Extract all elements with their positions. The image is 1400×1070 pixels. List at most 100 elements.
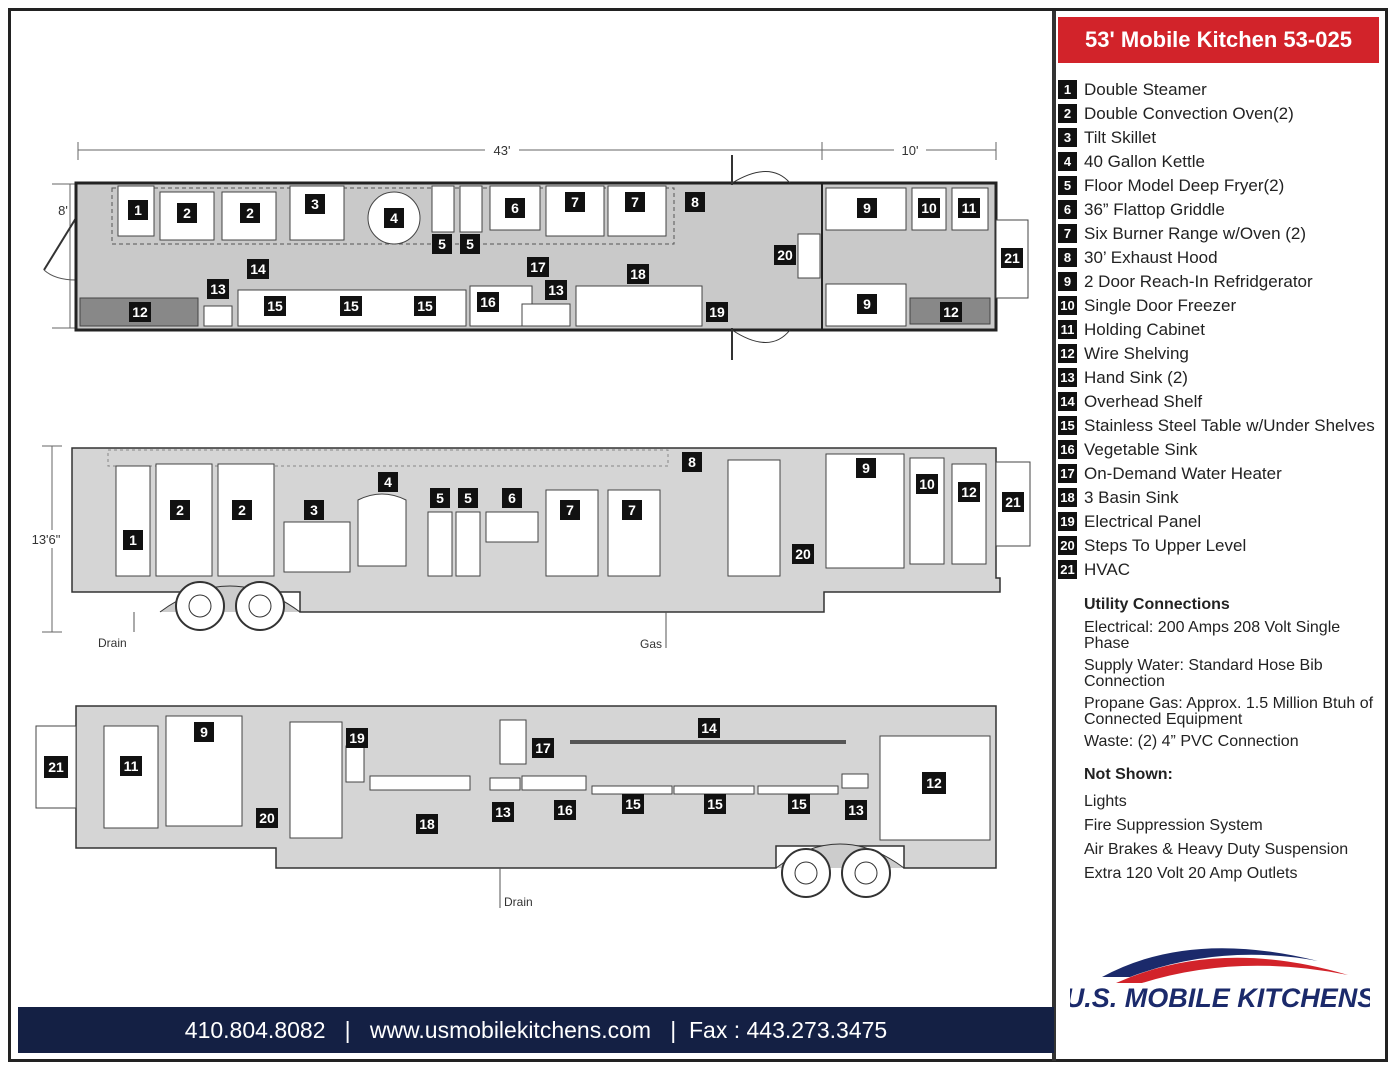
tag-12: 12 bbox=[958, 482, 980, 502]
svg-text:15: 15 bbox=[343, 298, 359, 314]
utility-item: Supply Water: Standard Hose Bib Connecti… bbox=[1084, 657, 1323, 690]
kettle bbox=[357, 493, 407, 567]
side-view-driver: 13'6" Drain Gas 1 2 2 3 4 5 5 6 bbox=[24, 445, 1031, 651]
logo-swoosh-navy bbox=[1102, 948, 1318, 977]
tag-19: 19 bbox=[706, 302, 728, 322]
svg-text:15: 15 bbox=[791, 796, 807, 812]
svg-text:16: 16 bbox=[557, 802, 573, 818]
tag-11: 11 bbox=[120, 756, 142, 776]
svg-text:2: 2 bbox=[246, 205, 254, 221]
tag-7: 7 bbox=[622, 500, 642, 520]
footer-website-link[interactable]: www.usmobilekitchens.com bbox=[369, 1017, 652, 1043]
legend-label: 30’ Exhaust Hood bbox=[1084, 248, 1218, 267]
wheel-hub bbox=[248, 594, 272, 618]
svg-text:3: 3 bbox=[310, 502, 318, 518]
svg-text:12: 12 bbox=[926, 775, 942, 791]
freezer bbox=[909, 457, 945, 565]
tag-9: 9 bbox=[857, 294, 877, 314]
tag-2: 2 bbox=[232, 500, 252, 520]
tag-15: 15 bbox=[622, 794, 644, 814]
tag-12: 12 bbox=[922, 772, 946, 794]
gas-label: Gas bbox=[640, 637, 662, 651]
footer-phone: 410.804.8082 bbox=[184, 1017, 326, 1043]
legend-number: 5 bbox=[1058, 176, 1077, 195]
convection-oven bbox=[221, 191, 277, 241]
svg-text:14: 14 bbox=[250, 261, 266, 277]
legend-number: 3 bbox=[1058, 128, 1077, 147]
tag-20: 20 bbox=[774, 245, 796, 265]
svg-text:3: 3 bbox=[311, 196, 319, 212]
tag-9: 9 bbox=[856, 458, 876, 478]
svg-text:13: 13 bbox=[548, 282, 564, 298]
logo-swoosh-red bbox=[1116, 957, 1348, 983]
svg-text:20: 20 bbox=[259, 810, 275, 826]
svg-text:2: 2 bbox=[176, 502, 184, 518]
hand-sink bbox=[489, 777, 521, 791]
tag-2: 2 bbox=[177, 203, 197, 223]
svg-text:15: 15 bbox=[707, 796, 723, 812]
svg-text:10: 10 bbox=[921, 200, 937, 216]
legend-label: Electrical Panel bbox=[1084, 512, 1202, 531]
tag-3: 3 bbox=[305, 194, 325, 214]
svg-text:21: 21 bbox=[1004, 250, 1020, 266]
dimension-length: 43' bbox=[494, 143, 511, 158]
svg-text:9: 9 bbox=[200, 724, 208, 740]
tag-21: 21 bbox=[1002, 492, 1024, 512]
legend-label: 36” Flattop Griddle bbox=[1084, 200, 1225, 219]
svg-text:5: 5 bbox=[436, 490, 444, 506]
svg-text:14: 14 bbox=[701, 720, 717, 736]
tag-13: 13 bbox=[545, 280, 567, 300]
water-heater bbox=[499, 719, 527, 765]
legend-number: 14 bbox=[1058, 392, 1077, 411]
electrical-panel bbox=[345, 745, 365, 783]
legend-number: 4 bbox=[1058, 152, 1077, 171]
tag-2: 2 bbox=[170, 500, 190, 520]
svg-text:17: 17 bbox=[530, 259, 546, 275]
tag-13: 13 bbox=[492, 802, 514, 822]
steps bbox=[797, 233, 821, 279]
side-view-passenger: Drain 21 11 9 20 19 18 17 13 16 14 15 15… bbox=[35, 705, 997, 909]
tag-17: 17 bbox=[532, 738, 554, 758]
tag-15: 15 bbox=[788, 794, 810, 814]
svg-text:4: 4 bbox=[390, 210, 398, 226]
flattop-griddle bbox=[485, 511, 539, 543]
deep-fryer bbox=[455, 511, 481, 577]
three-basin-sink bbox=[575, 285, 703, 327]
svg-text:6: 6 bbox=[511, 200, 519, 216]
svg-text:7: 7 bbox=[566, 502, 574, 518]
svg-text:1: 1 bbox=[129, 532, 137, 548]
svg-text:11: 11 bbox=[962, 200, 977, 216]
svg-text:2: 2 bbox=[238, 502, 246, 518]
utility-item: Propane Gas: Approx. 1.5 Million Btuh of… bbox=[1084, 695, 1374, 728]
svg-text:13: 13 bbox=[495, 804, 511, 820]
svg-text:20: 20 bbox=[777, 247, 793, 263]
legend-label: 2 Door Reach-In Refridgerator bbox=[1084, 272, 1313, 291]
tag-14: 14 bbox=[698, 718, 720, 738]
not-shown-item: Air Brakes & Heavy Duty Suspension bbox=[1084, 841, 1349, 858]
tag-3: 3 bbox=[304, 500, 324, 520]
svg-text:8: 8 bbox=[691, 194, 699, 210]
tag-5: 5 bbox=[432, 234, 452, 254]
tag-8: 8 bbox=[682, 452, 702, 472]
svg-text:20: 20 bbox=[795, 546, 811, 562]
holding-cabinet bbox=[103, 725, 159, 829]
legend-label: 40 Gallon Kettle bbox=[1084, 152, 1205, 171]
tag-15: 15 bbox=[704, 794, 726, 814]
not-shown-item: Lights bbox=[1084, 793, 1127, 810]
svg-text:15: 15 bbox=[417, 298, 433, 314]
svg-text:18: 18 bbox=[419, 816, 435, 832]
tag-10: 10 bbox=[916, 474, 938, 494]
legend-number: 19 bbox=[1058, 512, 1077, 531]
